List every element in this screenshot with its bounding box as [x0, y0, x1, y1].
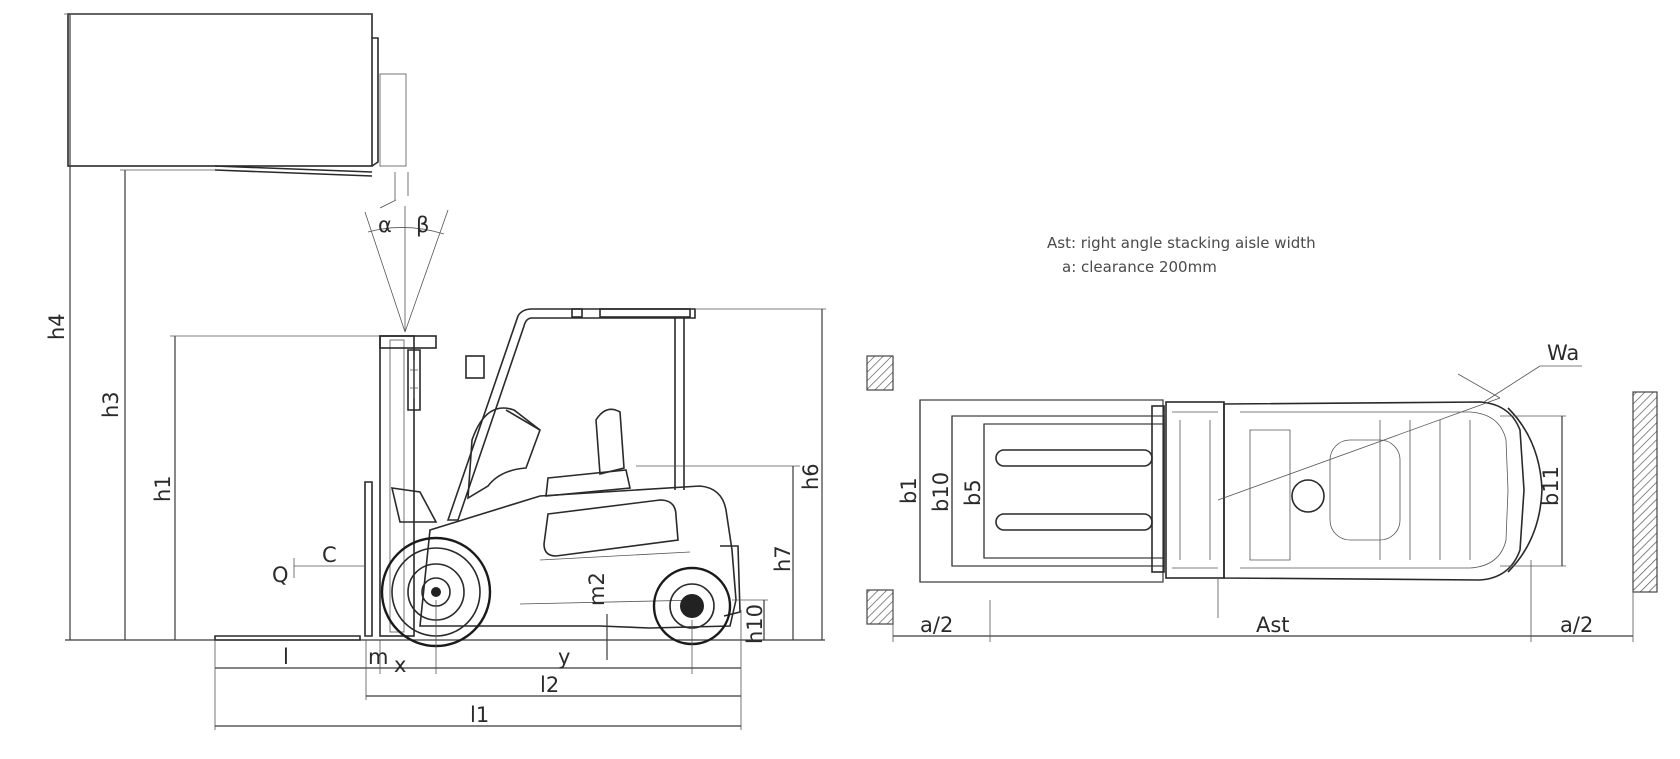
- fork-blade: [214, 635, 361, 641]
- counterweight-top: [1507, 407, 1543, 573]
- truck-top-outline: [1223, 401, 1525, 581]
- h10-label: h10: [743, 604, 767, 644]
- dim-b1: b1: [897, 400, 921, 582]
- note-ast: Ast: right angle stacking aisle width: [1047, 234, 1316, 252]
- cab: [390, 407, 631, 523]
- b1-label: b1: [897, 477, 921, 504]
- fork-shank: [364, 481, 373, 637]
- steering-column: [467, 407, 541, 500]
- mast-head: [379, 335, 437, 349]
- m-label: m: [368, 645, 388, 669]
- seat-back: [595, 408, 625, 476]
- overhead-guard: [446, 308, 696, 521]
- raised-carriage: [371, 37, 379, 167]
- tilt-handle: [390, 487, 438, 523]
- load-outline-b5: [983, 423, 1165, 559]
- wa-label: Wa: [1547, 341, 1579, 365]
- x-label: x: [394, 653, 406, 677]
- seat-top: [1329, 439, 1401, 541]
- h4-label: h4: [45, 313, 69, 340]
- mirror: [465, 355, 485, 379]
- top-view: Ast: right angle stacking aisle width a:…: [866, 234, 1658, 642]
- dim-b11: b11: [1500, 415, 1566, 567]
- obstacle-top-left: [866, 355, 894, 391]
- l1-label: l1: [470, 703, 489, 727]
- alpha-label: α: [378, 213, 392, 237]
- dim-wa: Wa: [1217, 341, 1582, 501]
- b5-label: b5: [961, 479, 985, 506]
- h6-label: h6: [799, 463, 823, 490]
- carriage-plate: [1151, 405, 1165, 573]
- obstacle-right: [1632, 391, 1658, 593]
- dim-bottom: l m x y l2 l1: [214, 600, 742, 730]
- dim-h7: h7: [636, 465, 800, 640]
- dim-h3: h3: [99, 169, 215, 640]
- obstacle-bottom-left: [866, 589, 894, 625]
- h1-label: h1: [151, 475, 175, 502]
- raised-load-box: [67, 13, 373, 167]
- a-left-label: a/2: [920, 613, 953, 637]
- dim-h6: h6: [695, 308, 826, 640]
- dim-h4: h4: [45, 13, 372, 640]
- tilt-angle-indicator: α β: [364, 206, 449, 333]
- truck-body: [419, 485, 741, 629]
- load-outline-b1: [919, 399, 1164, 583]
- dim-aisle: a/2 Ast a/2: [892, 560, 1634, 642]
- ast-label: Ast: [1256, 613, 1290, 637]
- dim-h10: h10: [732, 599, 768, 644]
- y-label: y: [558, 645, 570, 669]
- h3-label: h3: [99, 391, 123, 418]
- dim-h1: h1: [151, 335, 380, 640]
- raised-mast-lines: [379, 172, 409, 209]
- tilt-arc: [367, 227, 445, 235]
- mast-outer: [379, 335, 415, 637]
- seat-cushion: [545, 469, 631, 497]
- raised-mast-plate: [379, 73, 407, 167]
- b10-label: b10: [929, 472, 953, 512]
- q-label: Q: [272, 563, 289, 587]
- l2-label: l2: [540, 673, 559, 697]
- tilt-line-back: [404, 209, 449, 333]
- lift-cylinder: [407, 349, 421, 411]
- c-label: C: [322, 543, 337, 567]
- dim-m2: m2: [585, 572, 609, 660]
- dim-b10: b10: [929, 416, 953, 566]
- guard-front-post: [446, 308, 696, 521]
- lowered-forks: [214, 481, 373, 641]
- mast-top: [1165, 401, 1225, 579]
- note-clearance: a: clearance 200mm: [1062, 258, 1217, 276]
- beta-label: β: [416, 213, 429, 237]
- h7-label: h7: [771, 545, 795, 572]
- tilt-line-forward: [364, 211, 406, 333]
- load-center: Q C: [272, 543, 365, 587]
- raised-fork: [214, 165, 373, 177]
- side-panel: [543, 499, 679, 557]
- l-label: l: [283, 645, 289, 669]
- mast: [379, 335, 437, 637]
- chassis-outline: [419, 485, 737, 629]
- m2-label: m2: [585, 572, 609, 606]
- a-right-label: a/2: [1560, 613, 1593, 637]
- dim-b5: b5: [961, 424, 985, 558]
- fork-right: [995, 513, 1153, 531]
- steering-wheel-top: [1291, 479, 1325, 513]
- counterweight: [720, 545, 741, 617]
- fork-left: [995, 449, 1153, 467]
- side-view: α β h4 h3 h1: [45, 13, 826, 730]
- mast-inner: [389, 339, 405, 633]
- b11-label: b11: [1539, 466, 1563, 506]
- raised-load: [67, 13, 409, 209]
